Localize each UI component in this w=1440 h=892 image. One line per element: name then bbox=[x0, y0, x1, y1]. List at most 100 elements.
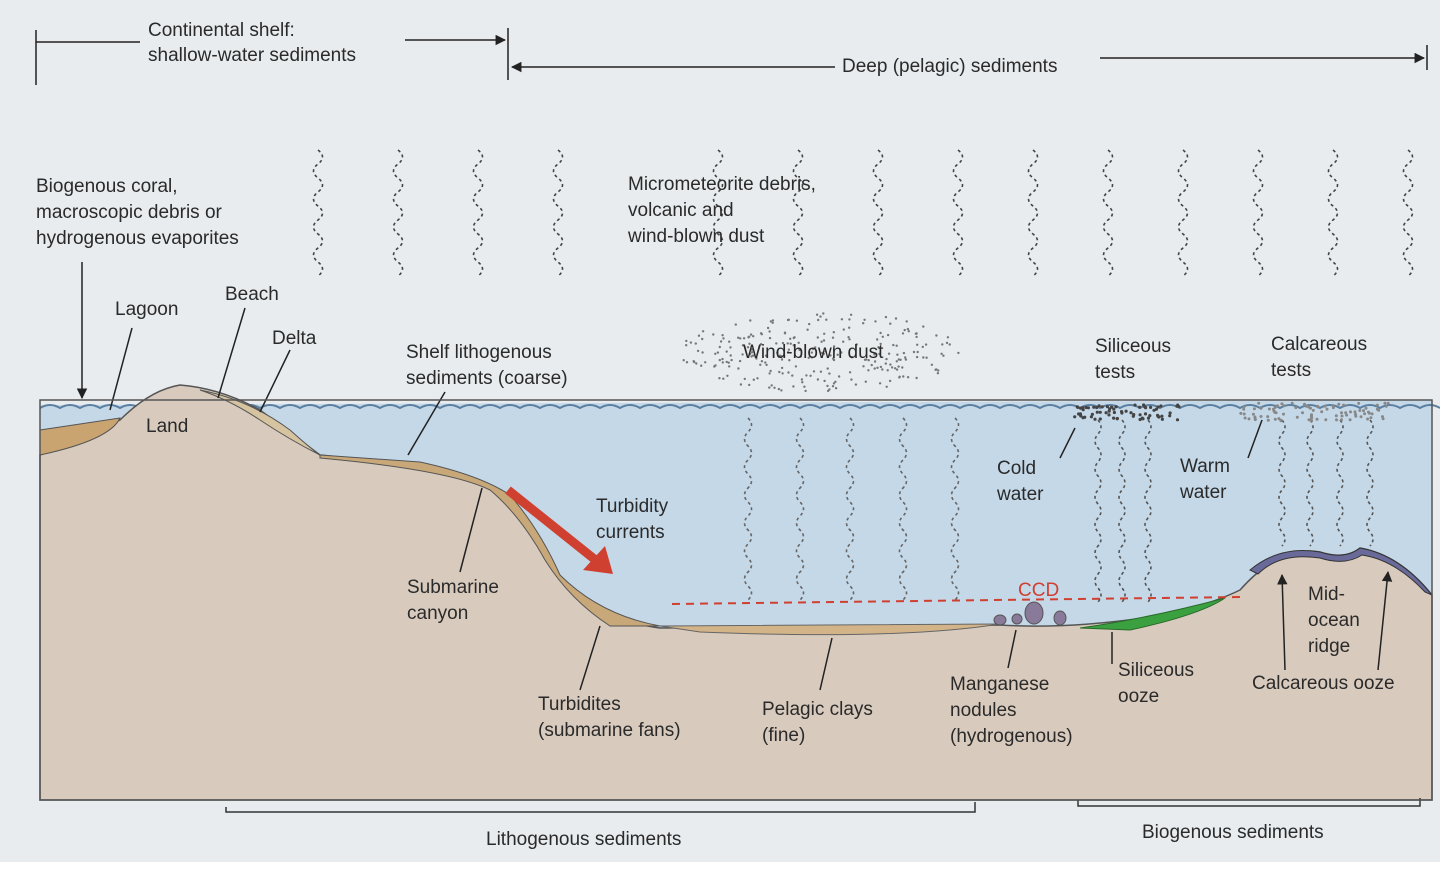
dust-particle bbox=[864, 380, 867, 383]
deep-sediments-label: Deep (pelagic) sediments bbox=[842, 56, 1057, 77]
dust-particle bbox=[794, 365, 798, 368]
dust-particle bbox=[834, 380, 837, 383]
dust-particle bbox=[879, 342, 882, 346]
dust-particle bbox=[781, 372, 784, 375]
sea-surface bbox=[39, 404, 1440, 410]
dust-particle bbox=[787, 371, 790, 374]
dust-particle bbox=[848, 318, 851, 321]
dust-particle bbox=[849, 313, 853, 316]
siliceous-test-particle bbox=[1092, 405, 1096, 409]
lagoon-sediment bbox=[39, 417, 121, 456]
dust-particle bbox=[822, 352, 825, 356]
dust-particle bbox=[780, 358, 784, 361]
dust-particle bbox=[780, 366, 784, 370]
squiggle bbox=[1327, 149, 1339, 277]
dust-particle bbox=[922, 356, 925, 359]
dust-particle bbox=[797, 341, 800, 344]
dust-particle bbox=[769, 369, 772, 373]
ccd-line bbox=[671, 596, 1241, 605]
biogenous-bracket bbox=[1077, 798, 1421, 807]
dust-particle bbox=[862, 365, 865, 368]
lagoon-label: Lagoon bbox=[115, 299, 178, 320]
siliceous-test-particle bbox=[1100, 405, 1104, 409]
dust-particle bbox=[781, 341, 785, 345]
calcareous-test-particle bbox=[1340, 411, 1343, 415]
dust-particle bbox=[765, 363, 768, 367]
dust-particle bbox=[828, 372, 831, 375]
dust-particle bbox=[823, 379, 826, 383]
siliceous-test-particle bbox=[1133, 403, 1137, 407]
dust-particle bbox=[889, 363, 892, 366]
dust-particle bbox=[812, 370, 816, 373]
squiggle bbox=[872, 149, 884, 277]
calcareous-test-particle bbox=[1320, 410, 1324, 414]
dust-particle bbox=[837, 375, 841, 378]
dust-particle bbox=[895, 344, 898, 347]
dust-particle bbox=[826, 389, 830, 393]
dust-particle bbox=[826, 384, 829, 388]
siliceous-test-particle bbox=[1098, 417, 1102, 421]
turbidity-arrow-head bbox=[583, 546, 613, 574]
dust-particle bbox=[737, 336, 740, 339]
dust-particle bbox=[903, 328, 906, 332]
calcareous-test-particle bbox=[1251, 412, 1255, 416]
dust-particle bbox=[881, 368, 884, 371]
dust-particle bbox=[820, 340, 823, 343]
dust-particle bbox=[804, 389, 807, 393]
calcareous-test-particle bbox=[1335, 418, 1338, 422]
dust-particle bbox=[780, 389, 783, 392]
dust-particle bbox=[776, 351, 779, 354]
siliceous-test-particle bbox=[1083, 415, 1087, 419]
dust-particle bbox=[901, 366, 904, 369]
micrometeorite-label: Micrometeorite debris, volcanic and wind… bbox=[627, 174, 821, 247]
siliceous-test-particle bbox=[1090, 412, 1094, 416]
dust-particle bbox=[800, 378, 804, 381]
siliceous-test-particle bbox=[1107, 413, 1111, 417]
dust-particle bbox=[685, 339, 688, 343]
calcareous-test-particle bbox=[1277, 417, 1281, 421]
dust-particle bbox=[721, 357, 724, 361]
dust-particle bbox=[713, 365, 716, 368]
dust-particle bbox=[842, 328, 845, 331]
calcareous-test-particle bbox=[1267, 407, 1271, 411]
dust-particle bbox=[786, 342, 789, 345]
dust-particle bbox=[936, 372, 940, 375]
dust-particle bbox=[760, 360, 764, 363]
dust-particle bbox=[854, 383, 858, 386]
squiggle bbox=[1094, 419, 1102, 603]
dust-particle bbox=[755, 357, 758, 360]
dust-particle bbox=[742, 337, 746, 340]
calcareous-ooze-layer bbox=[1249, 547, 1433, 596]
calcareous-test-particle bbox=[1295, 415, 1299, 419]
dust-particle bbox=[886, 369, 889, 372]
dust-particle bbox=[946, 336, 950, 339]
dust-particle bbox=[749, 333, 753, 336]
biogenous-coral-label: Biogenous coral, macroscopic debris or h… bbox=[36, 176, 239, 249]
calcareous-test-particle bbox=[1344, 411, 1348, 415]
calcareous-test-particle bbox=[1323, 404, 1327, 408]
dust-particle bbox=[886, 333, 890, 337]
siliceous-test-particle bbox=[1112, 410, 1116, 415]
submarine-canyon-label: Submarine canyon bbox=[407, 577, 504, 624]
dust-particle bbox=[897, 358, 900, 361]
siliceous-test-particle bbox=[1148, 414, 1152, 418]
calcareous-test-particle bbox=[1276, 404, 1279, 408]
dust-particle bbox=[916, 350, 919, 354]
dust-particle bbox=[777, 387, 781, 391]
dust-particle bbox=[803, 385, 806, 388]
dust-particle bbox=[792, 385, 795, 388]
dust-particle bbox=[916, 343, 919, 346]
dust-particle bbox=[726, 374, 729, 377]
calcareous-tests-label: Calcareous tests bbox=[1271, 334, 1372, 381]
dust-particle bbox=[714, 352, 717, 355]
dust-particle bbox=[816, 378, 820, 381]
turbidity-arrow bbox=[505, 486, 601, 566]
calcareous-test-particle bbox=[1324, 418, 1328, 422]
siliceous-test-particle bbox=[1093, 417, 1097, 421]
dust-particle bbox=[922, 325, 925, 328]
calcareous-test-particle bbox=[1315, 417, 1319, 421]
dust-particle bbox=[836, 353, 839, 356]
calcareous-test-particle bbox=[1375, 407, 1379, 411]
dust-particle bbox=[806, 328, 809, 331]
